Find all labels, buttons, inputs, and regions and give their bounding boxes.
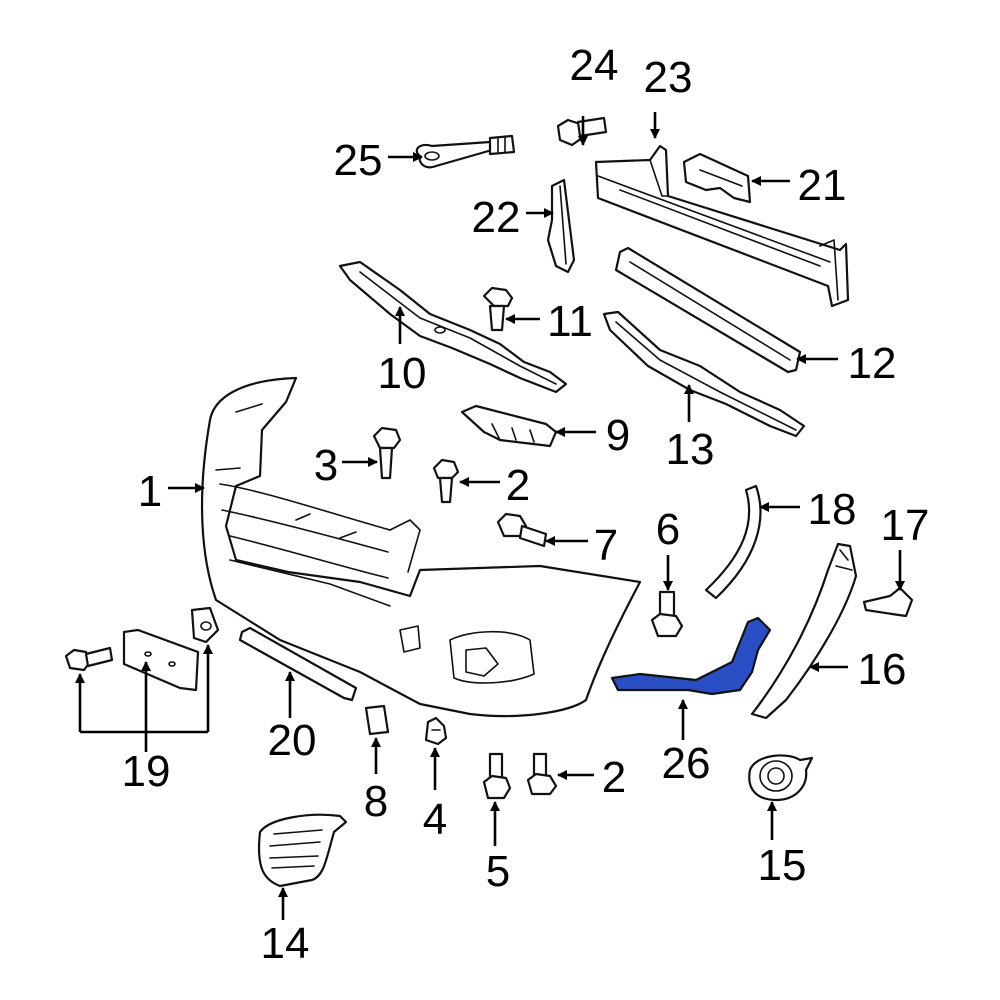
callout-11: 11 [547,297,593,346]
callout-8: 8 [364,777,388,826]
callout-16: 16 [858,645,907,694]
callout-labels: 24 23 25 21 22 11 10 12 13 9 3 2 1 6 7 1… [122,41,930,968]
callout-6: 6 [656,505,680,554]
part-fog-lamp-right [748,754,814,802]
part-tow-hook [415,134,516,169]
part-bolt-5 [482,752,512,800]
callout-21: 21 [798,161,847,210]
callout-22: 22 [472,193,521,242]
part-bolt-3 [372,426,402,480]
part-clip-2-lower [526,752,558,796]
callout-26: 26 [662,739,711,788]
part-bolt-6 [650,590,684,638]
part-lower-valance [238,626,358,702]
part-license-bracket [64,606,220,692]
callout-9: 9 [606,411,630,460]
part-clip-17 [862,586,914,618]
part-reinforcement-beam [594,144,850,308]
leader-lines [75,112,905,920]
part-bolt-7 [496,512,548,548]
part-bolt-24 [556,116,608,147]
callout-7: 7 [594,521,618,570]
part-side-bracket-22 [546,178,576,274]
callout-5: 5 [486,847,510,896]
part-lower-support [602,310,806,438]
part-clip-2-upper [432,458,460,504]
part-cap-8 [364,704,390,736]
callout-3: 3 [314,441,338,490]
part-extension-26 [610,616,772,696]
callout-17: 17 [881,501,930,550]
part-energy-absorber [614,246,802,374]
callout-12: 12 [848,339,897,388]
callout-13: 13 [666,425,715,474]
callout-1: 1 [138,467,162,516]
callout-2-upper: 2 [506,461,530,510]
callout-14: 14 [261,919,310,968]
callout-4: 4 [423,795,447,844]
part-bumper-cover [200,376,642,718]
part-fog-bezel-left [257,813,348,888]
part-retainer-4 [424,716,448,746]
part-fender-liner [750,542,858,720]
callout-2-lower: 2 [602,753,626,802]
callout-10: 10 [378,349,427,398]
callout-25: 25 [334,136,383,185]
part-bracket-21 [682,152,752,204]
callout-24: 24 [570,41,619,90]
part-bracket-9 [460,404,558,448]
callout-23: 23 [644,53,693,102]
callout-15: 15 [758,841,807,890]
callout-20: 20 [268,716,317,765]
part-upper-support [338,260,568,394]
part-bolt-11 [482,286,514,332]
callout-18: 18 [808,485,857,534]
part-molding-18 [704,484,762,600]
callout-19: 19 [122,747,171,796]
